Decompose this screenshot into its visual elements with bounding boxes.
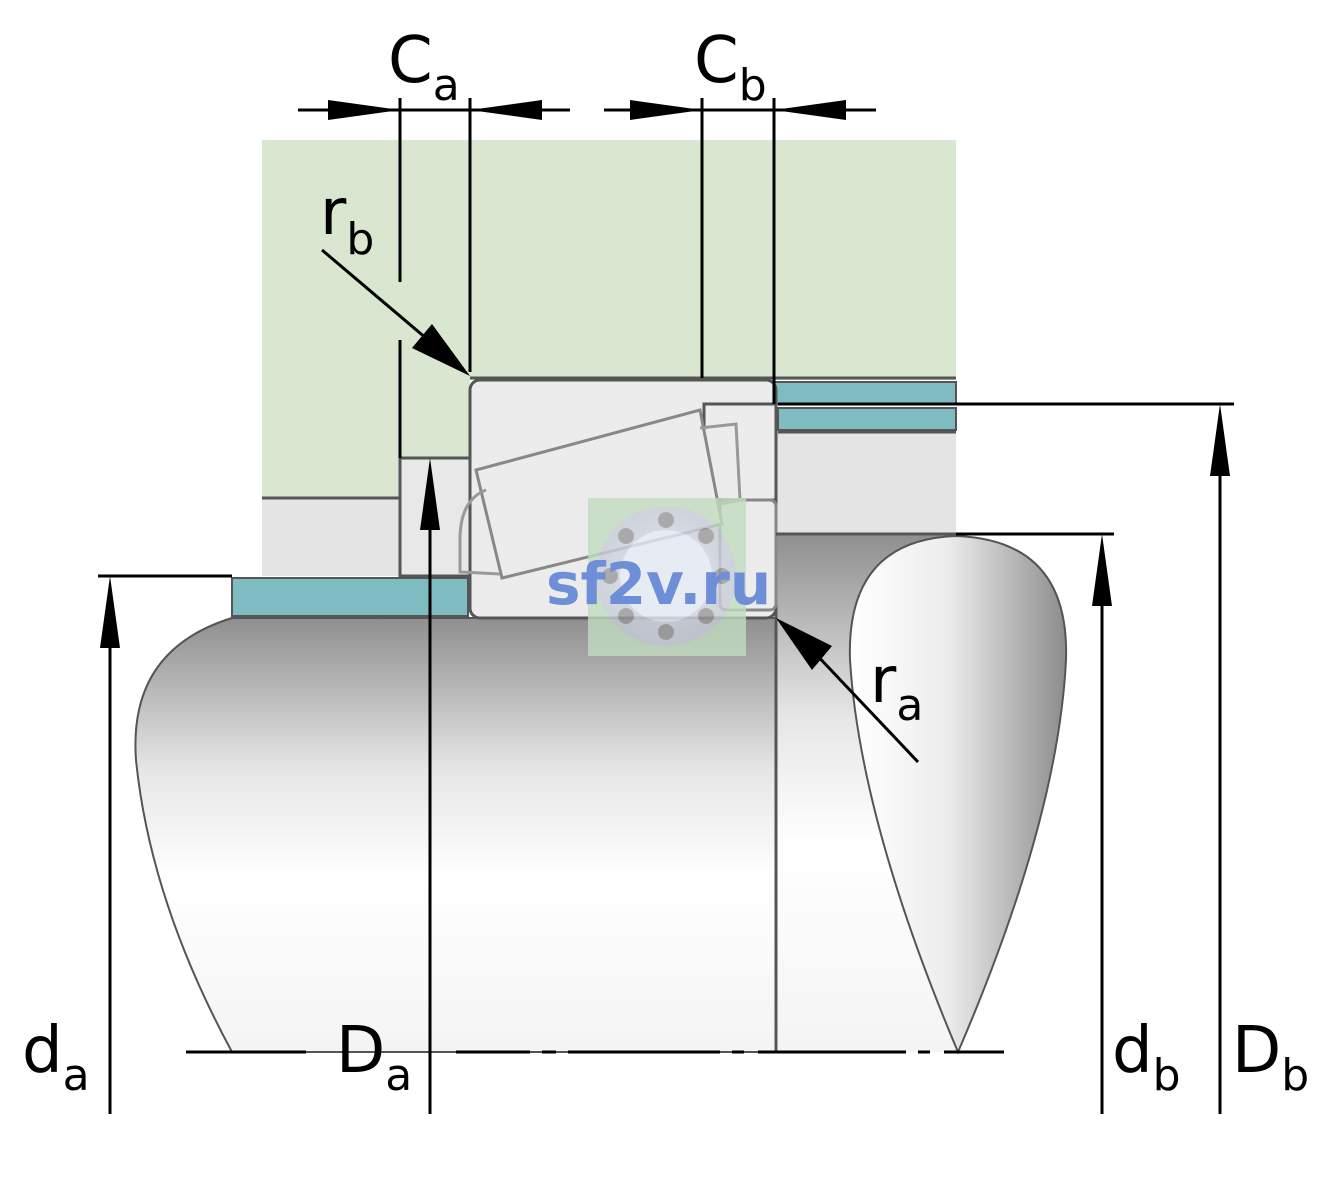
shaft bbox=[134, 617, 777, 1053]
cage-left bbox=[458, 488, 501, 576]
watermark-logo bbox=[588, 498, 746, 656]
label-ca: Ca bbox=[388, 24, 460, 111]
label-rb: rb bbox=[320, 176, 374, 265]
label-Db: Db bbox=[1232, 1014, 1309, 1101]
leader-ra bbox=[810, 648, 920, 764]
arrow-ca-right bbox=[470, 100, 542, 120]
arrow-rb bbox=[412, 324, 470, 376]
leader-rb bbox=[321, 248, 441, 352]
label-ra: ra bbox=[870, 644, 923, 731]
sleeve-left bbox=[231, 577, 469, 617]
housing-lower-left bbox=[262, 498, 400, 576]
arrow-cb-left bbox=[630, 100, 702, 120]
arrow-Da bbox=[420, 458, 440, 530]
sleeve-right bbox=[777, 407, 957, 431]
arrow-da bbox=[100, 576, 120, 648]
housing bbox=[262, 140, 956, 498]
label-cb: Cb bbox=[694, 24, 767, 111]
watermark-text: sf2v.ru bbox=[546, 550, 771, 618]
label-da: da bbox=[22, 1014, 90, 1101]
housing-lower-right bbox=[776, 430, 956, 534]
dimension-Db bbox=[778, 402, 1234, 1114]
label-db: db bbox=[1112, 1014, 1181, 1101]
outline-lines bbox=[262, 376, 956, 536]
dimension-db bbox=[956, 532, 1114, 1114]
arrow-Db bbox=[1210, 404, 1230, 476]
arrow-ca-left bbox=[328, 100, 400, 120]
arrow-cb-right bbox=[774, 100, 846, 120]
label-Da: Da bbox=[336, 1014, 412, 1101]
arrow-ra bbox=[776, 618, 832, 670]
dimension-da bbox=[98, 574, 232, 1114]
arrow-db bbox=[1092, 534, 1112, 606]
